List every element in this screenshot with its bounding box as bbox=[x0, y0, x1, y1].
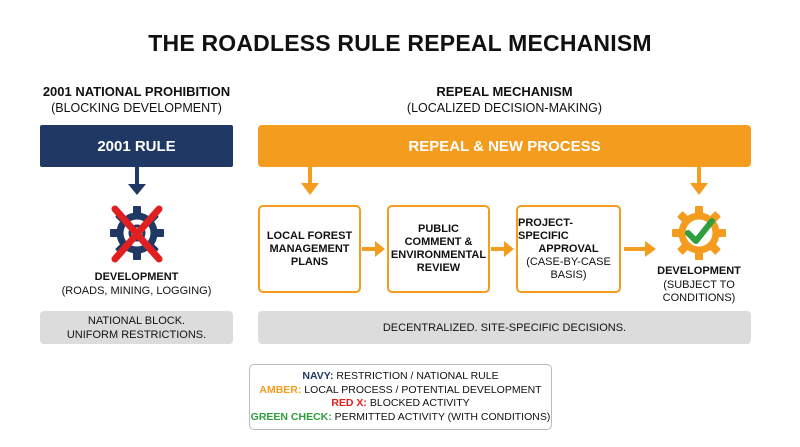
left-note: NATIONAL BLOCK. UNIFORM RESTRICTIONS. bbox=[40, 311, 233, 344]
right-heading: REPEAL MECHANISM bbox=[436, 84, 573, 99]
arrow-down-icon bbox=[128, 167, 146, 195]
right-development-detail-line1: (SUBJECT TO bbox=[663, 278, 735, 291]
left-note-line1: NATIONAL BLOCK. bbox=[87, 314, 186, 327]
gear-with-red-x-icon bbox=[110, 205, 164, 263]
legend-key: NAVY: bbox=[302, 370, 334, 382]
legend-text: PERMITTED ACTIVITY (WITH CONDITIONS) bbox=[331, 410, 551, 423]
right-development-title: DEVELOPMENT bbox=[657, 265, 741, 277]
arrow-right-icon bbox=[624, 241, 656, 257]
right-column-header: REPEAL MECHANISM (LOCALIZED DECISION-MAK… bbox=[258, 83, 751, 117]
step-line: MANAGEMENT bbox=[269, 242, 350, 255]
legend: NAVY: RESTRICTION / NATIONAL RULE AMBER:… bbox=[249, 364, 552, 430]
arrow-right-icon bbox=[491, 241, 514, 257]
legend-item: RED X: BLOCKED ACTIVITY bbox=[331, 397, 469, 411]
right-note: DECENTRALIZED. SITE-SPECIFIC DECISIONS. bbox=[258, 311, 751, 344]
step-line: PROJECT-SPECIFIC bbox=[518, 216, 574, 242]
right-subheading: (LOCALIZED DECISION-MAKING) bbox=[406, 101, 603, 115]
gear-with-green-check-icon bbox=[672, 206, 726, 260]
legend-key: RED X: bbox=[331, 397, 367, 409]
legend-text: LOCAL PROCESS / POTENTIAL DEVELOPMENT bbox=[301, 383, 542, 396]
right-note-text: DECENTRALIZED. SITE-SPECIFIC DECISIONS. bbox=[382, 321, 627, 334]
step-line: (CASE-BY-CASE bbox=[526, 255, 611, 268]
step-local-forest-plans: LOCAL FOREST MANAGEMENT PLANS bbox=[258, 205, 361, 293]
rule-bar-label: 2001 RULE bbox=[97, 137, 176, 155]
left-development-label: DEVELOPMENT (ROADS, MINING, LOGGING) bbox=[40, 271, 233, 298]
arrow-down-icon bbox=[301, 167, 319, 195]
left-subheading: (BLOCKING DEVELOPMENT) bbox=[51, 101, 222, 115]
legend-key: AMBER: bbox=[259, 383, 302, 396]
right-development-detail-line2: CONDITIONS) bbox=[662, 292, 736, 304]
step-line: APPROVAL bbox=[538, 242, 599, 255]
repeal-bar: REPEAL & NEW PROCESS bbox=[258, 125, 751, 167]
left-development-detail: (ROADS, MINING, LOGGING) bbox=[61, 284, 212, 297]
repeal-bar-label: REPEAL & NEW PROCESS bbox=[408, 137, 601, 155]
step-line: COMMENT & bbox=[404, 236, 473, 248]
legend-text: BLOCKED ACTIVITY bbox=[366, 397, 470, 409]
diagram-title: THE ROADLESS RULE REPEAL MECHANISM bbox=[148, 30, 652, 56]
step-line: LOCAL FOREST bbox=[266, 229, 353, 242]
left-heading: 2001 NATIONAL PROHIBITION bbox=[42, 84, 231, 99]
step-line: ENVIRONMENTAL bbox=[390, 249, 487, 261]
left-column-header: 2001 NATIONAL PROHIBITION (BLOCKING DEVE… bbox=[20, 83, 253, 117]
left-note-line2: UNIFORM RESTRICTIONS. bbox=[66, 328, 207, 341]
left-development-title: DEVELOPMENT bbox=[94, 271, 179, 283]
arrow-down-icon bbox=[690, 167, 708, 195]
step-line: BASIS) bbox=[550, 268, 587, 281]
legend-item: GREEN CHECK: PERMITTED ACTIVITY (WITH CO… bbox=[251, 411, 551, 425]
legend-item: NAVY: RESTRICTION / NATIONAL RULE bbox=[302, 370, 498, 384]
legend-text: RESTRICTION / NATIONAL RULE bbox=[333, 370, 499, 382]
step-public-comment: PUBLIC COMMENT & ENVIRONMENTAL REVIEW bbox=[387, 205, 490, 293]
rule-bar: 2001 RULE bbox=[40, 125, 233, 167]
step-line: REVIEW bbox=[416, 262, 461, 274]
step-project-approval: PROJECT-SPECIFIC APPROVAL (CASE-BY-CASE … bbox=[516, 205, 621, 293]
arrow-right-icon bbox=[362, 241, 385, 257]
legend-item: AMBER: LOCAL PROCESS / POTENTIAL DEVELOP… bbox=[259, 384, 541, 398]
step-line: PLANS bbox=[290, 255, 329, 268]
legend-key: GREEN CHECK: bbox=[250, 410, 332, 423]
step-line: PUBLIC bbox=[418, 223, 459, 235]
right-development-label: DEVELOPMENT (SUBJECT TO CONDITIONS) bbox=[649, 265, 749, 306]
